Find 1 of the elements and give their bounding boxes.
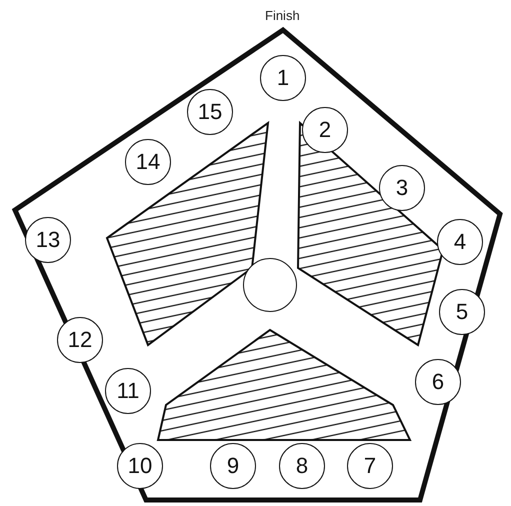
finish-label: Finish [265, 8, 300, 23]
